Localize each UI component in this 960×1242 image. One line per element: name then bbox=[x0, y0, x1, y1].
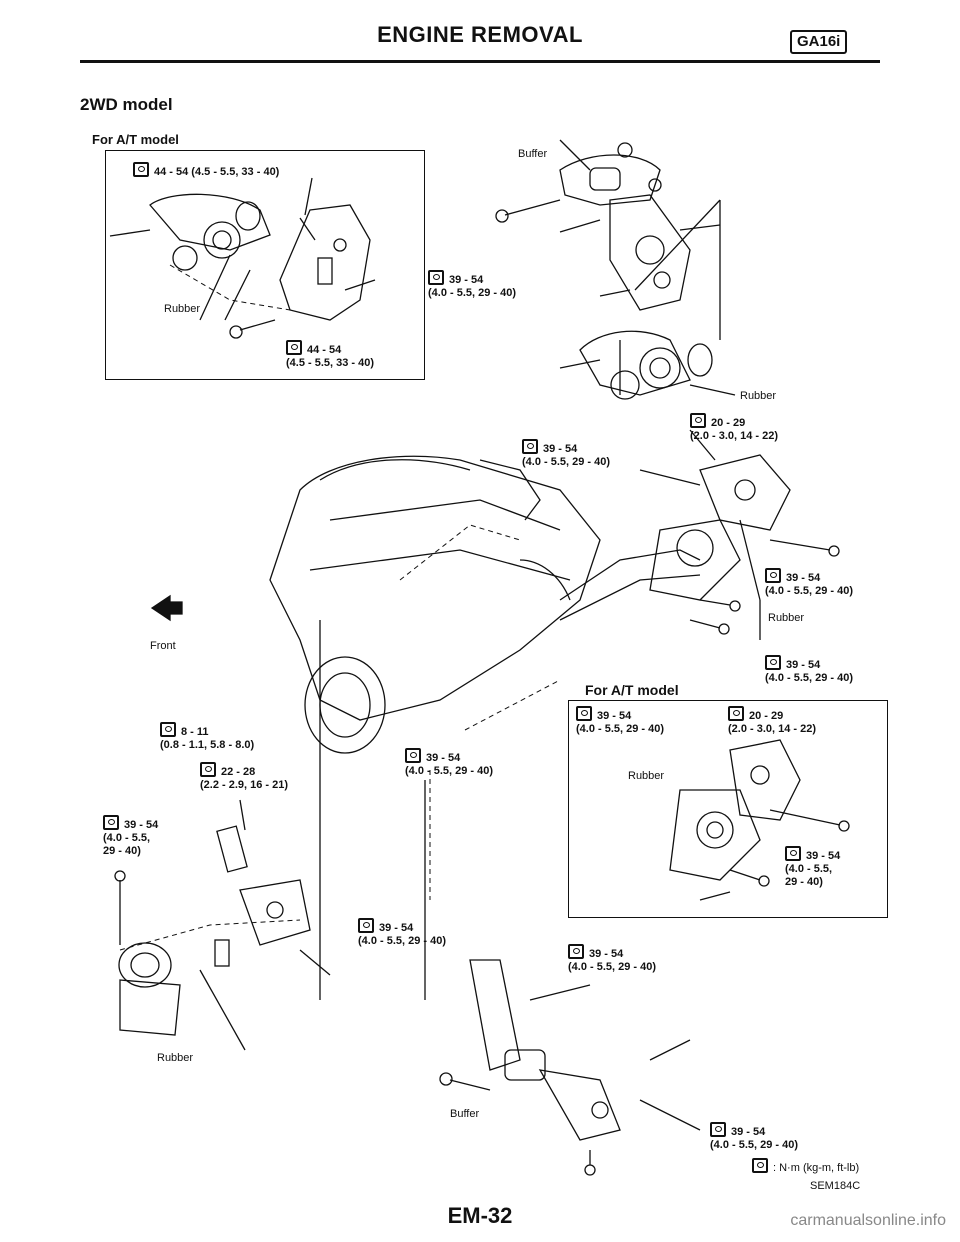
torque-wrench-icon bbox=[568, 944, 584, 959]
torque-spec-39-c: 39 - 54 (4.0 - 5.5, 29 - 40) bbox=[765, 568, 853, 598]
torque-spec-22: 22 - 28 (2.2 - 2.9, 16 - 21) bbox=[200, 762, 288, 792]
bottom-middle-mount-drawing bbox=[439, 959, 701, 1176]
rubber-label-box-right: Rubber bbox=[628, 770, 665, 782]
rubber-label-middle-right: Rubber bbox=[768, 612, 805, 624]
torque-wrench-icon bbox=[286, 340, 302, 355]
top-right-mount-drawing bbox=[495, 139, 736, 400]
front-label: Front bbox=[150, 640, 176, 652]
figure-code: SEM184C bbox=[810, 1180, 861, 1192]
torque-wrench-icon bbox=[405, 748, 421, 763]
torque-wrench-icon bbox=[200, 762, 216, 777]
engine-block-drawing bbox=[269, 455, 701, 1000]
torque-spec-44-mid: 44 - 54 (4.5 - 5.5, 33 - 40) bbox=[286, 340, 374, 370]
torque-wrench-icon bbox=[576, 706, 592, 721]
section-title: 2WD model bbox=[80, 95, 173, 114]
buffer-label-top: Buffer bbox=[518, 148, 548, 160]
torque-wrench-icon bbox=[690, 413, 706, 428]
torque-wrench-icon bbox=[522, 439, 538, 454]
torque-legend: : N·m (kg-m, ft-lb) bbox=[752, 1158, 859, 1174]
torque-spec-20-a: 20 - 29 (2.0 - 3.0, 14 - 22) bbox=[690, 413, 778, 443]
torque-wrench-icon bbox=[103, 815, 119, 830]
watermark: carmanualsonline.info bbox=[790, 1212, 946, 1229]
torque-wrench-icon bbox=[160, 722, 176, 737]
right-middle-mount-drawing bbox=[639, 429, 840, 640]
torque-wrench-icon bbox=[752, 1158, 768, 1173]
page-number: EM-32 bbox=[447, 1203, 513, 1228]
torque-wrench-icon bbox=[765, 655, 781, 670]
header-rule bbox=[80, 60, 880, 63]
torque-spec-8: 8 - 11 (0.8 - 1.1, 5.8 - 8.0) bbox=[160, 722, 254, 752]
torque-wrench-icon bbox=[728, 706, 744, 721]
torque-spec-44-top: 44 - 54 (4.5 - 5.5, 33 - 40) bbox=[133, 162, 279, 179]
subsection-title-at-top: For A/T model bbox=[92, 132, 179, 147]
torque-wrench-icon bbox=[765, 568, 781, 583]
front-arrow-icon bbox=[150, 594, 183, 622]
torque-wrench-icon bbox=[133, 162, 149, 177]
top-left-mount-drawing bbox=[109, 177, 376, 339]
torque-spec-39-i: 39 - 54 (4.0 - 5.5, 29 - 40) bbox=[710, 1122, 798, 1152]
torque-spec-39-k: 39 - 54 (4.0 - 5.5, 29 - 40) bbox=[785, 846, 840, 889]
torque-spec-20-b: 20 - 29 (2.0 - 3.0, 14 - 22) bbox=[728, 706, 816, 736]
torque-spec-39-j: 39 - 54 (4.0 - 5.5, 29 - 40) bbox=[576, 706, 664, 736]
right-box-mount-drawing bbox=[669, 739, 850, 901]
torque-spec-39-d: 39 - 54 (4.0 - 5.5, 29 - 40) bbox=[765, 655, 853, 685]
rubber-label-bottom-left: Rubber bbox=[157, 1052, 194, 1064]
rubber-label-top-right: Rubber bbox=[740, 390, 777, 402]
torque-spec-39-a: 39 - 54 (4.0 - 5.5, 29 - 40) bbox=[428, 270, 516, 300]
torque-spec-39-f: 39 - 54 (4.0 - 5.5, 29 - 40) bbox=[103, 815, 158, 858]
at-right-box bbox=[568, 700, 888, 918]
at-top-box bbox=[105, 150, 425, 380]
torque-spec-39-b: 39 - 54 (4.0 - 5.5, 29 - 40) bbox=[522, 439, 610, 469]
buffer-label-bottom: Buffer bbox=[450, 1108, 480, 1120]
torque-wrench-icon bbox=[358, 918, 374, 933]
torque-spec-39-g: 39 - 54 (4.0 - 5.5, 29 - 40) bbox=[358, 918, 446, 948]
torque-wrench-icon bbox=[428, 270, 444, 285]
page-title: ENGINE REMOVAL bbox=[377, 22, 583, 47]
torque-wrench-icon bbox=[710, 1122, 726, 1137]
torque-wrench-icon bbox=[785, 846, 801, 861]
subsection-title-at-right: For A/T model bbox=[585, 682, 679, 698]
engine-code-badge: GA16i bbox=[790, 30, 848, 54]
bottom-left-mount-drawing bbox=[114, 799, 331, 1051]
torque-spec-39-e: 39 - 54 (4.0 - 5.5, 29 - 40) bbox=[405, 748, 493, 778]
torque-spec-39-h: 39 - 54 (4.0 - 5.5, 29 - 40) bbox=[568, 944, 656, 974]
rubber-label-top-left: Rubber bbox=[164, 303, 201, 315]
